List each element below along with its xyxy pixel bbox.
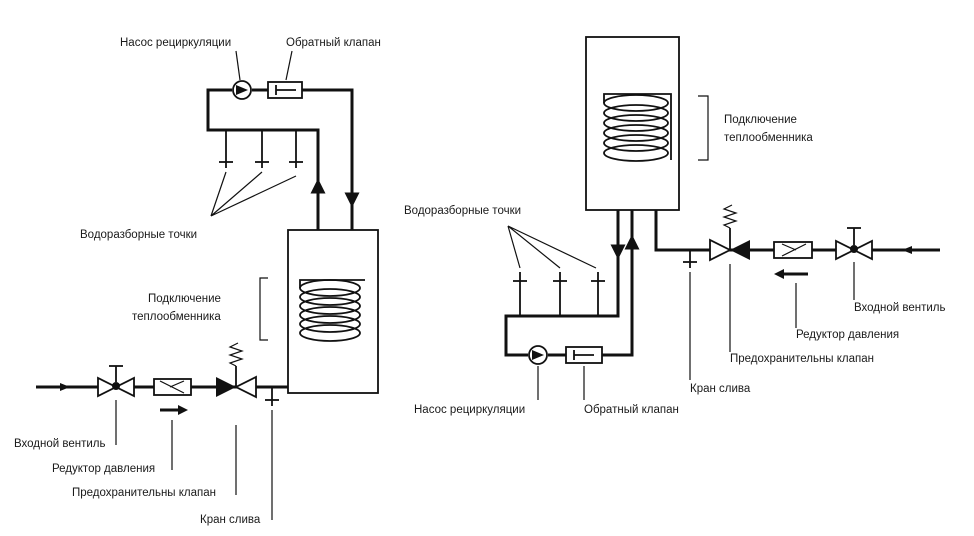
- left-recirc-pipe: [206, 88, 354, 230]
- left-diagram: Насос рециркуляции Обратный клапан Водор…: [14, 37, 381, 526]
- left-drain-valve-icon: [265, 387, 279, 406]
- right-inlet-valve-label: Входной вентиль: [854, 302, 946, 314]
- right-recirc-pump-icon: [528, 345, 548, 365]
- right-draw-points: [513, 272, 605, 316]
- right-check-valve-label: Обратный клапан: [584, 404, 679, 416]
- left-draw-points: [219, 130, 303, 168]
- left-recirc-pump-icon: [232, 80, 252, 100]
- right-tank: [585, 36, 680, 211]
- right-heat-exchanger-label-2: теплообменника: [724, 132, 813, 144]
- right-safety-valve-label: Предохранительны клапан: [730, 353, 874, 365]
- right-drain-valve-icon: [683, 250, 697, 268]
- right-safety-valve-icon: [709, 204, 750, 262]
- right-pump-label: Насос рециркуляции: [414, 404, 525, 416]
- left-heat-exchanger-label-2: теплообменника: [132, 311, 221, 323]
- right-recirc-pipe: [504, 210, 634, 357]
- right-diagram: Водоразборные точки Подключение теплообм…: [404, 36, 946, 416]
- right-pressure-reducer-icon: [773, 241, 813, 279]
- right-draw-points-label: Водоразборные точки: [404, 205, 521, 217]
- right-heat-exchanger-label-1: Подключение: [724, 114, 797, 126]
- left-pressure-reducer-icon: [153, 378, 192, 415]
- left-heat-exchanger-label-1: Подключение: [148, 293, 221, 305]
- left-inlet-valve-icon: [97, 365, 135, 398]
- left-check-valve-label: Обратный клапан: [286, 37, 381, 49]
- left-draw-points-label: Водоразборные точки: [80, 229, 197, 241]
- left-coil-bracket: [259, 277, 268, 341]
- right-heat-exchanger-coil: [603, 93, 672, 162]
- left-inlet-valve-label: Входной вентиль: [14, 438, 106, 450]
- right-coil-bracket: [698, 95, 709, 161]
- right-pressure-reducer-label: Редуктор давления: [796, 329, 899, 341]
- left-drain-valve-label: Кран слива: [200, 514, 261, 526]
- right-inlet-valve-icon: [835, 227, 873, 261]
- left-safety-valve-label: Предохранительны клапан: [72, 487, 216, 499]
- left-tank: [287, 229, 379, 394]
- left-pressure-reducer-label: Редуктор давления: [52, 463, 155, 475]
- left-safety-valve-icon: [216, 342, 257, 399]
- left-heat-exchanger-coil: [299, 279, 365, 342]
- right-drain-valve-label: Кран слива: [690, 383, 751, 395]
- left-pump-label: Насос рециркуляции: [120, 37, 231, 49]
- left-check-valve-icon: [267, 81, 303, 99]
- right-check-valve-icon: [565, 346, 603, 364]
